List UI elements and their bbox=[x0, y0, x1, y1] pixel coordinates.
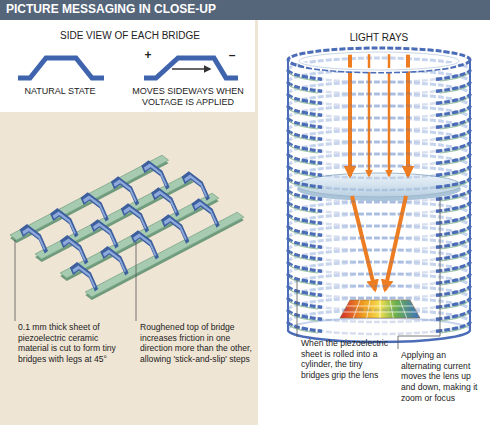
state-label: NATURAL STATE bbox=[10, 86, 110, 97]
rim-ring-edge bbox=[299, 52, 459, 70]
bridge-side-view bbox=[144, 58, 238, 78]
bridge bbox=[71, 261, 96, 290]
bridge bbox=[82, 191, 107, 220]
ring bbox=[288, 106, 470, 118]
ring bbox=[288, 214, 470, 226]
focused-ray bbox=[385, 196, 406, 290]
view-heading: SIDE VIEW OF EACH BRIDGE bbox=[30, 30, 230, 42]
ring bbox=[288, 154, 470, 166]
ring bbox=[288, 310, 470, 322]
ring bbox=[288, 298, 470, 310]
ring bbox=[288, 202, 470, 214]
ring bbox=[288, 106, 470, 118]
leader-line bbox=[297, 280, 298, 337]
ring bbox=[288, 262, 470, 274]
ring bbox=[288, 142, 470, 154]
ring bbox=[288, 130, 470, 142]
title-bar bbox=[0, 0, 490, 20]
bridge-side-view bbox=[18, 58, 104, 78]
ring bbox=[288, 178, 470, 190]
grid-line bbox=[343, 312, 416, 313]
ring bbox=[288, 214, 470, 226]
bridge bbox=[62, 234, 87, 263]
ring bbox=[288, 322, 470, 334]
ring bbox=[288, 226, 470, 238]
polarity-sign: – bbox=[226, 48, 238, 62]
note-text: Roughened top of bridge increases fricti… bbox=[140, 322, 252, 365]
ring bbox=[288, 262, 470, 274]
note-text: Applying an alternating current moves th… bbox=[401, 350, 487, 404]
note-text: When the piezoelectric sheet is rolled i… bbox=[301, 338, 393, 381]
cylinder-side bbox=[469, 60, 471, 330]
ring bbox=[288, 94, 470, 106]
state-label: MOVES SIDEWAYS WHEN VOLTAGE IS APPLIED bbox=[128, 86, 248, 108]
bridge bbox=[183, 170, 208, 199]
bridge bbox=[153, 186, 178, 215]
ring bbox=[288, 250, 470, 262]
ring bbox=[288, 82, 470, 94]
ring bbox=[288, 118, 470, 130]
leader-line bbox=[15, 240, 16, 321]
leader-line bbox=[136, 242, 137, 321]
cylinder-panel bbox=[258, 20, 490, 425]
ring bbox=[288, 130, 470, 142]
ring bbox=[288, 82, 470, 94]
ring bbox=[288, 274, 470, 286]
ceramic-strip bbox=[85, 212, 244, 297]
ring bbox=[288, 238, 470, 250]
note-text: 0.1 mm thick sheet of piezoelectric cera… bbox=[18, 322, 130, 365]
cylinder-side bbox=[287, 60, 289, 330]
ring bbox=[288, 286, 470, 298]
bridge bbox=[193, 197, 218, 226]
title-text: PICTURE MESSAGING IN CLOSE-UP bbox=[6, 3, 446, 17]
ring bbox=[288, 202, 470, 214]
bridge bbox=[21, 223, 46, 252]
grid-line bbox=[347, 306, 414, 307]
motion-arrow bbox=[172, 68, 210, 70]
ring bbox=[288, 190, 470, 202]
ceramic-strips bbox=[10, 155, 244, 297]
ring bbox=[288, 118, 470, 130]
rays-label: LIGHT RAYS bbox=[329, 32, 429, 44]
leader-line bbox=[398, 197, 440, 349]
ring bbox=[288, 250, 470, 262]
bridge bbox=[122, 202, 147, 231]
ring bbox=[288, 142, 470, 154]
ring bbox=[288, 226, 470, 238]
ring bbox=[288, 94, 470, 106]
bridges bbox=[21, 159, 218, 290]
ring bbox=[288, 238, 470, 250]
side-view-panel bbox=[0, 20, 255, 112]
bridge bbox=[163, 213, 188, 242]
cylinder-back-rings bbox=[288, 58, 470, 322]
bridge bbox=[113, 175, 138, 204]
focused-ray bbox=[352, 196, 375, 290]
cylinder-front-rings bbox=[288, 70, 470, 334]
ring bbox=[288, 274, 470, 286]
cylinder-rim bbox=[288, 48, 470, 72]
bridge bbox=[52, 207, 77, 236]
polarity-sign: + bbox=[142, 48, 154, 62]
ring bbox=[288, 286, 470, 298]
bridge bbox=[143, 159, 168, 188]
ring bbox=[288, 154, 470, 166]
rim-ring bbox=[299, 52, 459, 70]
ring bbox=[288, 166, 470, 178]
light-rays bbox=[350, 52, 408, 290]
bridge bbox=[92, 218, 117, 247]
bridge bbox=[102, 245, 127, 274]
